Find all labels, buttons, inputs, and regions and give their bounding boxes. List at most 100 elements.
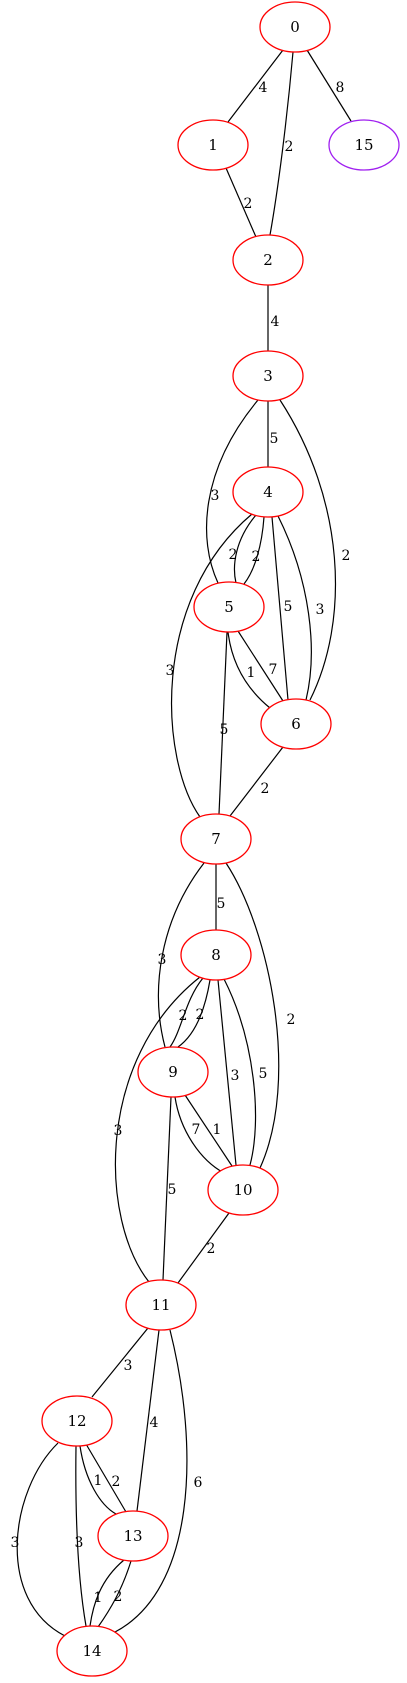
- edge-4-5: 2: [229, 514, 257, 584]
- edge-7-9: 3: [157, 862, 205, 1048]
- edge-weight-label: 1: [94, 1590, 103, 1606]
- node-ellipse: [56, 1625, 128, 1677]
- edge-line: [171, 513, 253, 818]
- edge-weight-label: 3: [231, 1068, 240, 1084]
- node-ellipse: [260, 698, 332, 750]
- edge-weight-label: 3: [316, 602, 325, 618]
- edge-13-14: 1: [89, 1559, 125, 1627]
- edge-weight-label: 5: [284, 599, 293, 615]
- node-14: 14: [56, 1625, 128, 1677]
- edge-8-9: 2: [177, 979, 211, 1048]
- node-ellipse: [259, 1, 331, 53]
- edge-12-13: 1: [79, 1445, 117, 1515]
- edge-weight-label: 2: [196, 1007, 205, 1023]
- edge-weight-label: 2: [261, 781, 270, 797]
- edge-line: [277, 515, 312, 701]
- edge-3-6: 2: [279, 399, 351, 701]
- edge-weight-label: 2: [229, 547, 238, 563]
- edge-weight-label: 5: [168, 1182, 177, 1198]
- edge-line: [114, 1329, 188, 1633]
- edge-9-11: 5: [162, 1096, 177, 1281]
- node-label: 3: [263, 367, 273, 385]
- edge-line: [225, 167, 257, 238]
- node-15: 15: [328, 119, 400, 171]
- node-13: 13: [97, 1510, 169, 1562]
- edge-line: [227, 631, 271, 709]
- node-ellipse: [328, 119, 400, 171]
- edge-line: [97, 1560, 132, 1628]
- edge-weight-label: 8: [336, 80, 345, 96]
- node-ellipse: [180, 929, 252, 981]
- edge-8-10: 5: [223, 978, 268, 1166]
- edge-weight-label: 2: [179, 1008, 188, 1024]
- node-ellipse: [232, 466, 304, 518]
- edge-weight-label: 4: [259, 80, 268, 96]
- edge-line: [279, 399, 337, 701]
- edge-11-12: 3: [91, 1327, 149, 1398]
- edge-line: [157, 862, 205, 1048]
- node-label: 11: [151, 1296, 170, 1314]
- edge-8-10: 3: [217, 979, 240, 1166]
- node-12: 12: [41, 1395, 113, 1447]
- edge-9-10: 1: [184, 1094, 233, 1167]
- edge-line: [169, 977, 204, 1048]
- edge-12-14: 3: [11, 1442, 66, 1637]
- edge-line: [269, 51, 294, 236]
- edge-line: [237, 630, 284, 702]
- node-label: 9: [168, 1063, 178, 1081]
- edge-4-6: 5: [271, 516, 293, 701]
- edge-weight-label: 3: [166, 663, 175, 679]
- node-ellipse: [232, 234, 304, 286]
- edge-weight-label: 3: [124, 1358, 133, 1374]
- edge-weight-label: 6: [194, 1475, 203, 1491]
- edge-line: [16, 1442, 66, 1637]
- edge-4-7: 3: [166, 513, 253, 818]
- edge-weight-label: 1: [247, 665, 256, 681]
- edge-line: [227, 49, 284, 123]
- edge-weight-label: 2: [342, 548, 351, 564]
- edge-4-5: 2: [243, 516, 265, 585]
- node-ellipse: [97, 1510, 169, 1562]
- edge-line: [223, 978, 257, 1166]
- edge-weight-label: 3: [158, 952, 167, 968]
- node-label: 0: [290, 18, 300, 36]
- edge-weight-label: 1: [213, 1122, 222, 1138]
- node-1: 1: [177, 119, 249, 171]
- edge-0-2: 2: [269, 51, 294, 236]
- edge-5-6: 1: [227, 631, 271, 709]
- edge-line: [233, 514, 257, 584]
- edge-4-6: 3: [277, 515, 325, 701]
- node-ellipse: [125, 1279, 197, 1331]
- edge-12-13: 2: [85, 1443, 127, 1513]
- edge-weight-label: 3: [211, 488, 220, 504]
- edge-11-13: 4: [136, 1329, 160, 1512]
- edge-5-7: 5: [218, 631, 228, 815]
- edge-0-15: 8: [306, 49, 352, 122]
- edge-7-8: 5: [215, 864, 225, 930]
- node-4: 4: [232, 466, 304, 518]
- node-7: 7: [180, 813, 252, 865]
- edge-line: [114, 976, 201, 1283]
- node-ellipse: [232, 350, 304, 402]
- edge-line: [225, 862, 280, 1169]
- node-label: 8: [211, 946, 221, 964]
- edge-7-10: 2: [225, 862, 295, 1169]
- edge-weight-label: 2: [244, 196, 253, 212]
- node-label: 4: [263, 483, 273, 501]
- edge-9-10: 7: [174, 1096, 225, 1174]
- edge-line: [243, 516, 265, 585]
- node-2: 2: [232, 234, 304, 286]
- node-label: 7: [211, 830, 221, 848]
- edge-5-6: 7: [237, 630, 284, 702]
- edge-line: [306, 49, 352, 122]
- node-8: 8: [180, 929, 252, 981]
- edge-weight-label: 5: [259, 1066, 268, 1082]
- node-ellipse: [180, 813, 252, 865]
- edge-weight-label: 2: [252, 549, 261, 565]
- node-5: 5: [193, 581, 265, 633]
- node-ellipse: [207, 1164, 279, 1216]
- edge-weight-label: 7: [269, 662, 278, 678]
- edge-weight-label: 2: [114, 1589, 123, 1605]
- edge-weight-label: 3: [114, 1123, 123, 1139]
